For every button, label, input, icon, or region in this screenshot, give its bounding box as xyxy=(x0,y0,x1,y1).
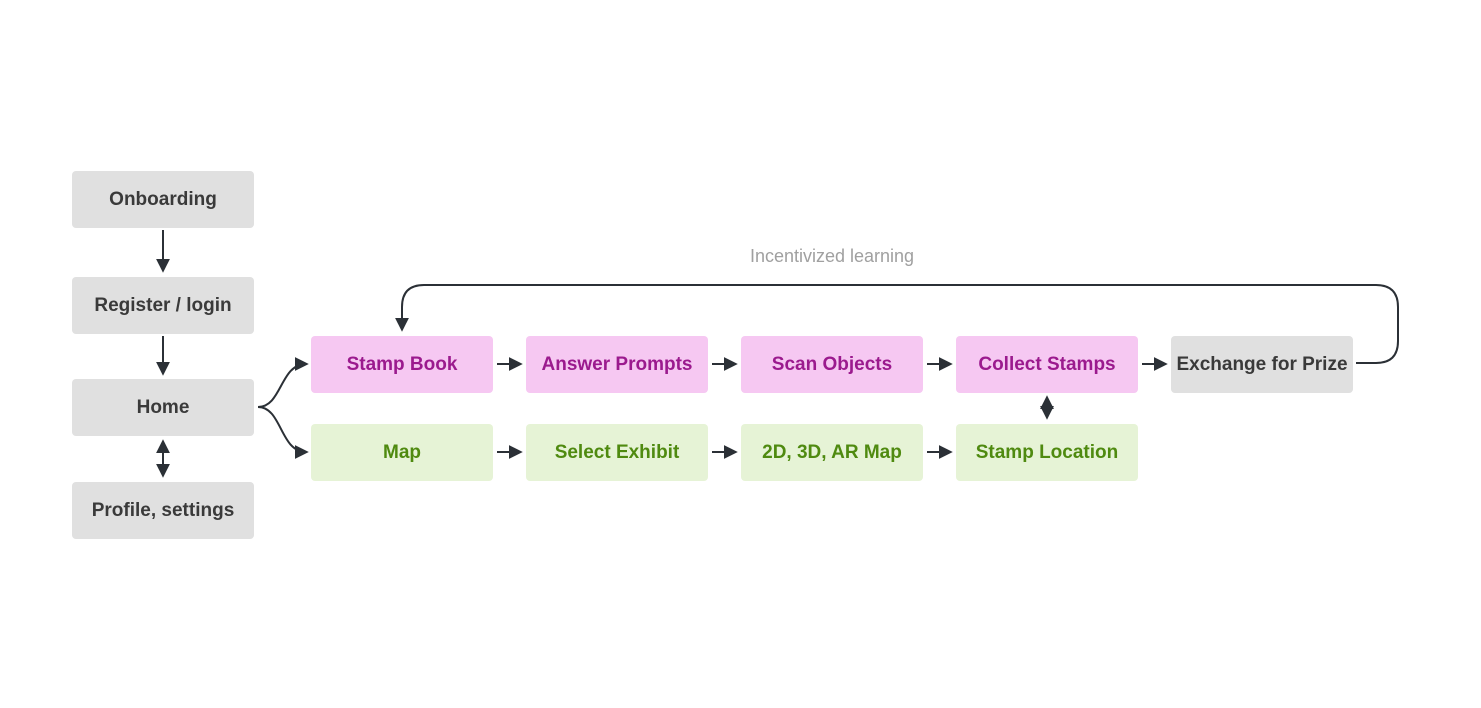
node-select-exhibit[interactable]: Select Exhibit xyxy=(526,424,708,481)
node-map-label: Map xyxy=(383,441,421,463)
loop-label: Incentivized learning xyxy=(749,246,915,266)
node-stamp-book-label: Stamp Book xyxy=(346,353,458,375)
node-profile-settings-label: Profile, settings xyxy=(91,499,235,521)
node-stamp-location[interactable]: Stamp Location xyxy=(956,424,1138,481)
node-register-login[interactable]: Register / login xyxy=(72,277,254,334)
node-profile-settings[interactable]: Profile, settings xyxy=(72,482,254,539)
node-scan-objects-label: Scan Objects xyxy=(771,353,893,375)
node-collect-stamps[interactable]: Collect Stamps xyxy=(956,336,1138,393)
node-stamp-book[interactable]: Stamp Book xyxy=(311,336,493,393)
node-map-views[interactable]: 2D, 3D, AR Map xyxy=(741,424,923,481)
node-stamp-location-label: Stamp Location xyxy=(975,441,1119,463)
branch-to-map xyxy=(257,406,309,459)
node-select-exhibit-label: Select Exhibit xyxy=(554,441,680,463)
node-answer-prompts[interactable]: Answer Prompts xyxy=(526,336,708,393)
node-answer-prompts-label: Answer Prompts xyxy=(541,353,693,375)
node-exchange-for-prize[interactable]: Exchange for Prize xyxy=(1171,336,1353,393)
branch-to-stamp-book xyxy=(257,357,309,408)
node-home-label: Home xyxy=(136,396,190,418)
node-map[interactable]: Map xyxy=(311,424,493,481)
node-register-login-label: Register / login xyxy=(94,294,232,316)
node-map-views-label: 2D, 3D, AR Map xyxy=(762,441,902,463)
node-scan-objects[interactable]: Scan Objects xyxy=(741,336,923,393)
node-collect-stamps-label: Collect Stamps xyxy=(978,353,1116,375)
node-onboarding-label: Onboarding xyxy=(109,188,217,210)
node-home[interactable]: Home xyxy=(72,379,254,436)
node-exchange-for-prize-label: Exchange for Prize xyxy=(1176,353,1348,375)
node-onboarding[interactable]: Onboarding xyxy=(72,171,254,228)
